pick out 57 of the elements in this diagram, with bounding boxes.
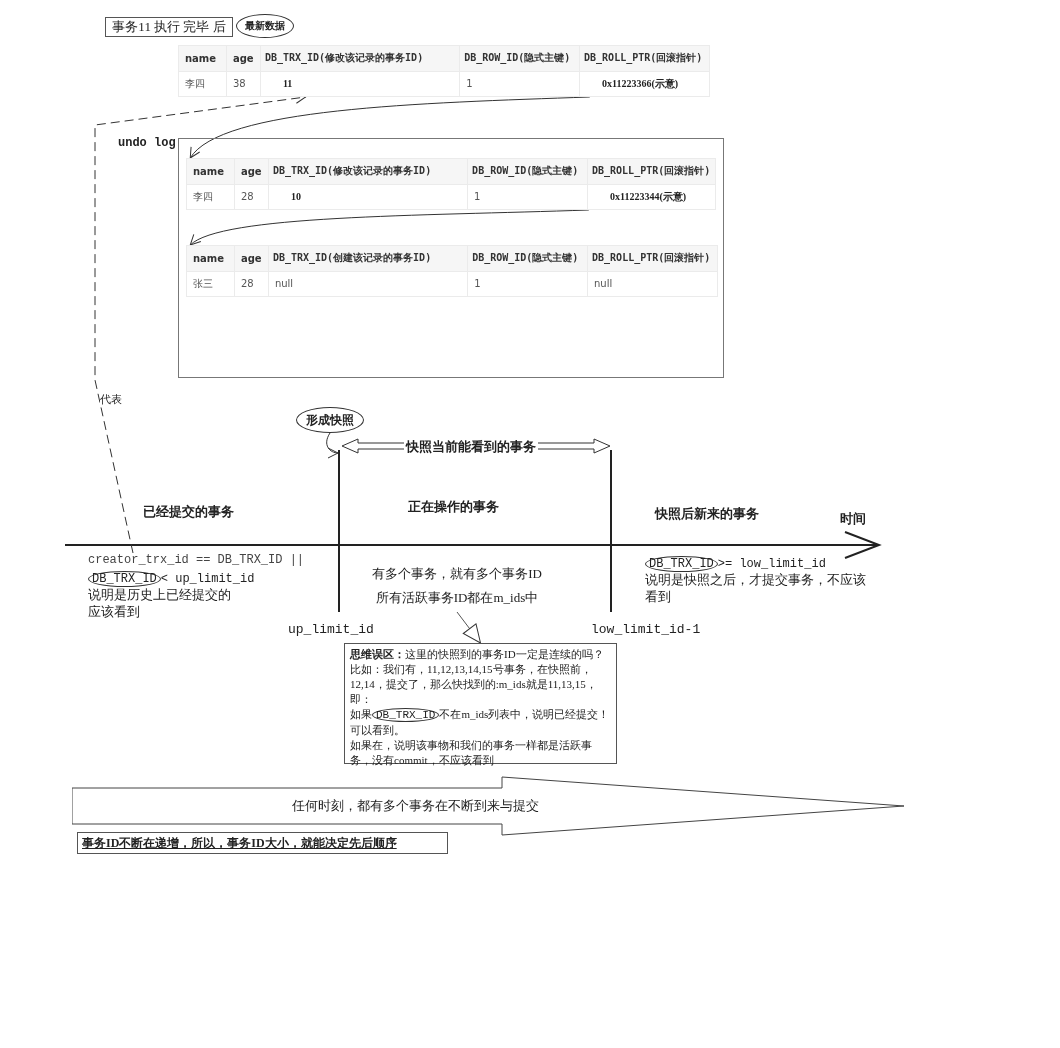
boundary-label: low_limit_id-1 [591,622,701,637]
table-cell: 28 [234,271,269,297]
caption-box: 事务11 执行 完毕 后 [105,17,233,37]
note-text: 有多个事务，就有多个事务ID [371,565,543,583]
column-header: DB_ROW_ID(隐式主键) [459,45,580,71]
table-cell: null [587,271,718,297]
column-header: DB_ROLL_PTR(回滚指针) [579,45,710,71]
table-cell: 38 [226,71,261,97]
table-cell: 28 [234,184,269,210]
table-cell: 11 [260,71,460,97]
panel-heading: undo log [118,136,176,150]
table-cell: 1 [467,271,588,297]
condition-text: >= low_limit_id [717,557,826,571]
table-cell: 0x11223344(示意) [587,184,716,210]
data-table [178,45,710,97]
arrow [326,432,339,458]
note-text: 如果在，说明该事物和我们的事务一样都是活跃事务，没有commit，不应该看到 [350,738,593,768]
table-cell: 张三 [186,271,235,297]
table-cell: null [268,271,468,297]
column-header: age [234,158,269,184]
data-table [186,158,716,210]
region-label: 时间 [840,510,866,528]
note-box [344,643,617,764]
region-label: 正在操作的事务 [408,498,499,516]
edge-label: 代表 [100,392,122,407]
note-text: 说明是历史上已经提交的应该看到 [88,586,232,620]
note-text: 如果 DB_TRX_ID 不在m_ids列表中，说明已经提交！可以看到。 [350,707,611,738]
column-header: DB_TRX_ID(修改该记录的事务ID) [268,158,468,184]
column-header: name [186,245,235,271]
column-header: name [178,45,227,71]
column-header: DB_TRX_ID(创建该记录的事务ID) [268,245,468,271]
table-cell: 1 [459,71,580,97]
summary-box: 事务ID不断在递增，所以，事务ID大小，就能决定先后顺序 [77,832,448,854]
column-header: DB_ROW_ID(隐式主键) [467,245,588,271]
table-cell: 李四 [186,184,235,210]
data-table [186,245,718,297]
column-header: name [186,158,235,184]
note-text: 说明是快照之后，才提交事务，不应该看到 [645,571,867,605]
note-text: 所有活跃事务ID都在m_ids中 [374,589,540,607]
dimension-label: 快照当前能看到的事务 [404,438,538,456]
column-header: DB_TRX_ID(修改该记录的事务ID) [260,45,460,71]
region-label: 已经提交的事务 [143,503,234,521]
table-cell: 0x11223366(示意) [579,71,710,97]
condition-text: < up_limit_id [160,572,255,586]
table-cell: 1 [467,184,588,210]
note-text: 思维误区：这里的快照到的事务ID一定是连续的吗？比如：我们有，11,12,13,14,15号事务，在快照前，12,14，提交了，那么快找到的:m_ids就是11,13,15，即： [350,647,605,707]
column-header: age [234,245,269,271]
region-label: 快照后新来的事务 [655,505,759,523]
boundary-label: up_limit_id [288,622,374,637]
condition-text: creator_trx_id == DB_TRX_ID || [88,553,306,567]
column-header: DB_ROW_ID(隐式主键) [467,158,588,184]
column-header: DB_ROLL_PTR(回滚指针) [587,245,718,271]
column-header: age [226,45,261,71]
table-cell: 李四 [178,71,227,97]
arrow-text: 任何时刻，都有多个事务在不断到来与提交 [292,797,539,815]
column-header: DB_ROLL_PTR(回滚指针) [587,158,716,184]
table-cell: 10 [268,184,468,210]
